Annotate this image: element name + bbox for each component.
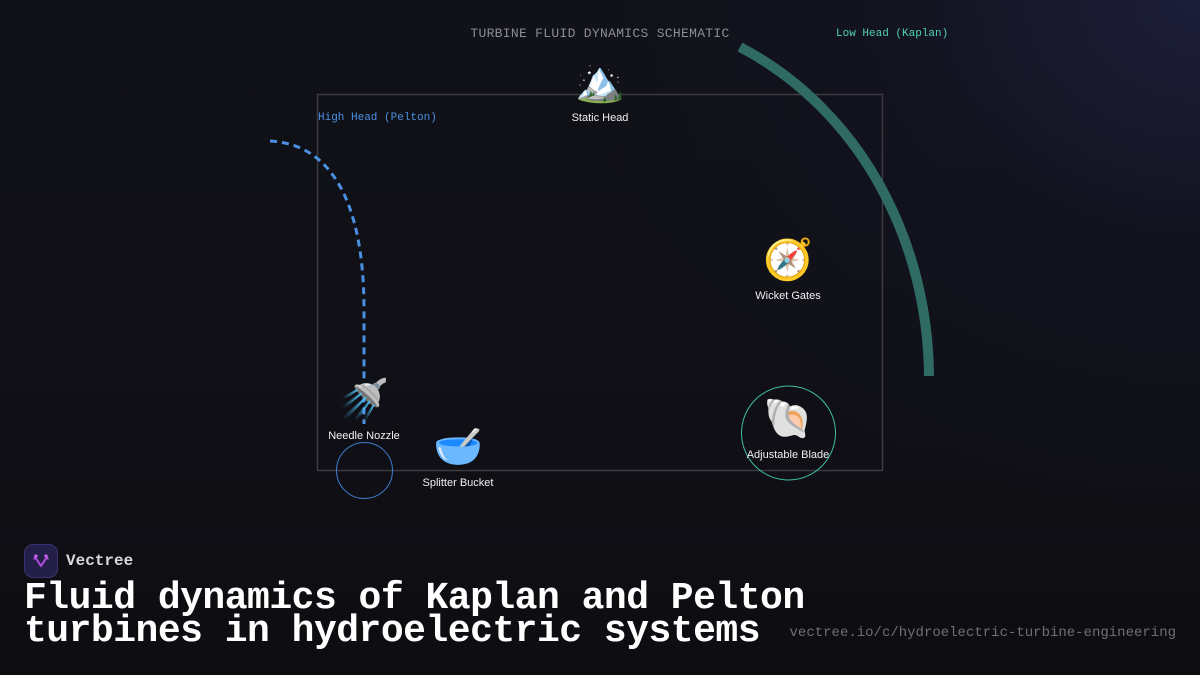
- headline-line-2: turbines in hydroelectric systems: [24, 610, 761, 653]
- vectree-logo-icon: [24, 544, 58, 578]
- node-label: Adjustable Blade: [746, 449, 830, 461]
- bowl-icon: 🥣: [433, 424, 483, 470]
- node-adjustable-blade: 🐚 Adjustable Blade: [728, 395, 848, 461]
- node-label: Needle Nozzle: [328, 430, 400, 442]
- page-title: Fluid dynamics of Kaplan and Pelton turb…: [24, 577, 805, 653]
- node-wicket-gates: 🧭 Wicket Gates: [728, 236, 848, 302]
- brand-name: Vectree: [66, 552, 134, 570]
- node-label: Wicket Gates: [755, 290, 821, 302]
- node-needle-nozzle: 🚿 Needle Nozzle: [304, 376, 424, 442]
- node-splitter-bucket: 🥣 Splitter Bucket: [398, 423, 518, 489]
- mountain-icon: 🏔️: [575, 59, 625, 105]
- node-static-head: 🏔️ Static Head: [540, 58, 660, 124]
- pelton-arc-label: High Head (Pelton): [318, 112, 437, 124]
- kaplan-flow-arc: [737, 42, 934, 377]
- schematic-frame: [316, 93, 884, 472]
- spiral-shell-icon: 🐚: [763, 396, 813, 442]
- node-label: Static Head: [571, 112, 629, 124]
- source-url: vectree.io/c/hydroelectric-turbine-engin…: [789, 625, 1176, 641]
- kaplan-arc-label: Low Head (Kaplan): [836, 28, 949, 40]
- node-label: Splitter Bucket: [422, 477, 494, 489]
- brand: Vectree: [24, 544, 133, 578]
- shower-icon: 🚿: [339, 377, 389, 423]
- pelton-ring: [336, 442, 393, 499]
- kaplan-ring: [741, 385, 836, 481]
- schematic-title: TURBINE FLUID DYNAMICS SCHEMATIC: [470, 26, 730, 41]
- compass-icon: 🧭: [763, 237, 813, 283]
- headline-line-1: Fluid dynamics of Kaplan and Pelton: [24, 577, 805, 620]
